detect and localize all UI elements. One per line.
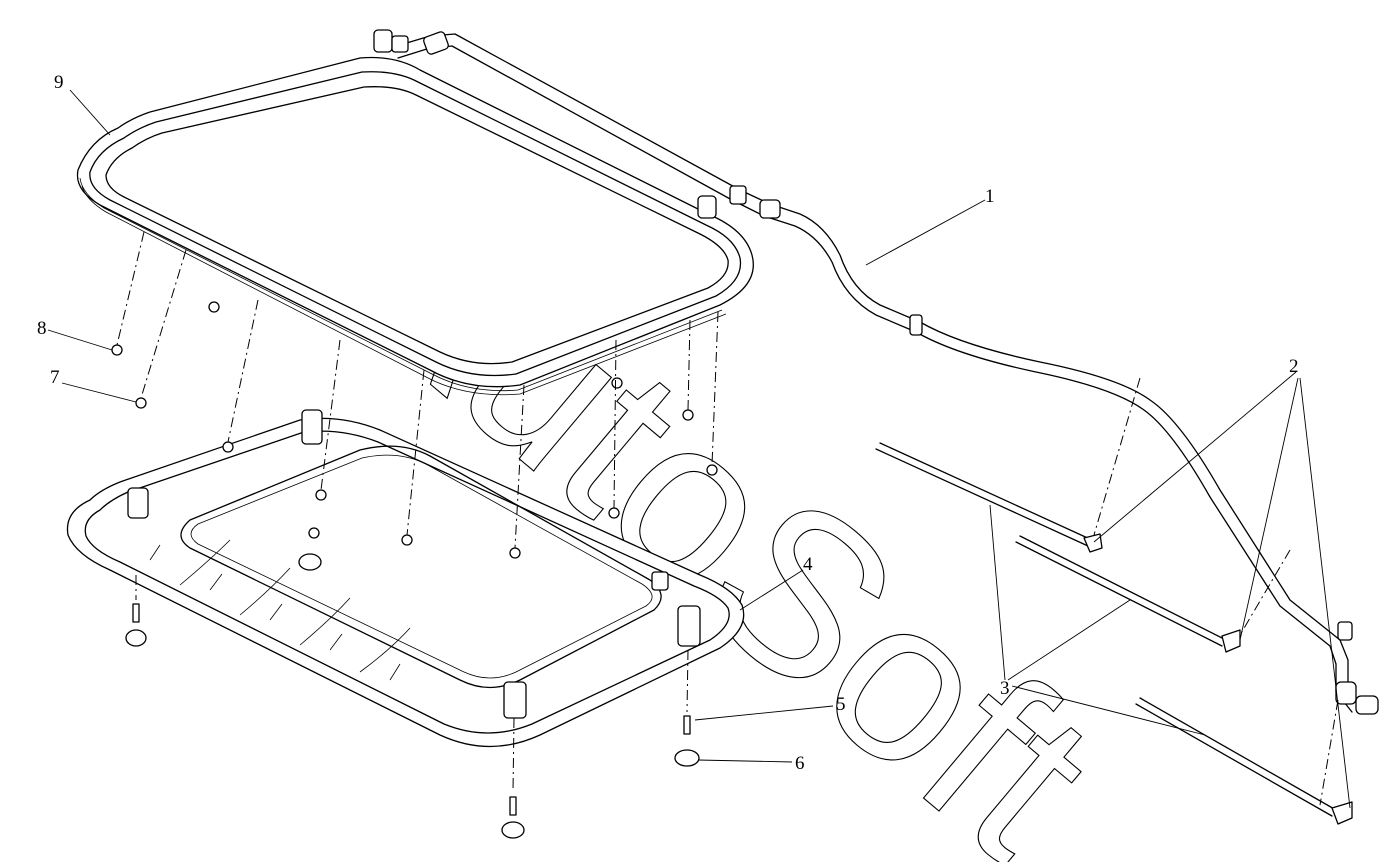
callout-6: 6: [795, 753, 805, 774]
callout-4: 4: [803, 554, 813, 575]
drain-strips: [875, 442, 1353, 825]
tube-connector-end: [1335, 681, 1357, 705]
washer-6: [674, 749, 700, 767]
boss-left: [127, 487, 149, 519]
nut-7: [135, 397, 147, 409]
callout-3: 3: [1000, 678, 1010, 699]
lower-housing-frame: [66, 409, 745, 748]
callout-5: 5: [836, 694, 846, 715]
callout-9: 9: [54, 72, 64, 93]
tube-connector-mid: [697, 195, 717, 219]
callout-1: 1: [985, 186, 995, 207]
nut-8: [111, 344, 123, 356]
leader-lines: [47, 89, 1351, 809]
boss-top: [301, 409, 323, 445]
tube-assembly: [373, 29, 1379, 715]
boss-right: [677, 605, 701, 647]
callout-2: 2: [1289, 356, 1299, 377]
tube-connector-top-left: [373, 29, 393, 53]
tube-clip: [909, 314, 923, 336]
callout-8: 8: [37, 318, 47, 339]
callout-7: 7: [50, 367, 60, 388]
upper-glass-frame: [76, 56, 754, 396]
alignment-lines: [116, 231, 1339, 806]
boss-bottom: [503, 681, 527, 719]
screw-5: [683, 715, 691, 735]
callout-labels: 1 2 3 4 5 6 7 8 9: [37, 72, 1299, 774]
